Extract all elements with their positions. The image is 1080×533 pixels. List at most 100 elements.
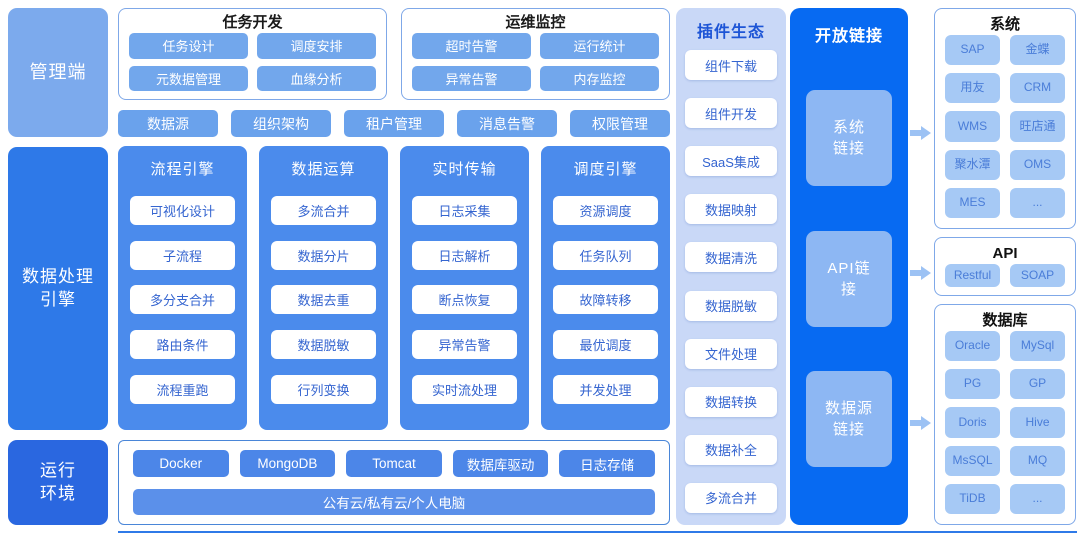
group-button: 血缘分析 <box>257 65 376 91</box>
plugin-item: 数据补全 <box>685 434 777 465</box>
runtime-platforms-bar: 公有云/私有云/个人电脑 <box>133 489 655 515</box>
arrow-gutter <box>908 8 934 525</box>
panel-grid: SAP 金蝶 用友 CRM WMS 旺店通 聚水潭 OMS MES ... <box>945 35 1065 218</box>
group-button: 调度安排 <box>257 33 376 59</box>
panel-title: API <box>992 245 1018 262</box>
open-links-items: 系统链接 API链接 数据源链接 <box>790 46 908 511</box>
panel-title: 系统 <box>989 16 1020 33</box>
engine-item: 流程重跑 <box>130 375 235 405</box>
plugin-item: 组件开发 <box>685 98 777 129</box>
engines-row: 流程引擎 可视化设计 子流程 多分支合并 路由条件 流程重跑 数据运算 多流合并… <box>118 146 670 430</box>
engine-item: 资源调度 <box>553 195 658 225</box>
group-buttons: 任务设计 调度安排 元数据管理 血缘分析 <box>129 33 376 91</box>
plugin-item: 多流合并 <box>685 482 777 513</box>
plugin-item: 数据转换 <box>685 386 777 417</box>
target-item: WMS <box>945 111 1000 142</box>
engine-column-realtime-transfer: 实时传输 日志采集 日志解析 断点恢复 异常告警 实时流处理 <box>400 146 529 430</box>
target-item: MES <box>945 187 1000 218</box>
link-box-label: API链接 <box>827 259 871 298</box>
engine-item: 路由条件 <box>130 330 235 360</box>
target-item: Doris <box>945 407 1000 438</box>
engine-column-flow: 流程引擎 可视化设计 子流程 多分支合并 路由条件 流程重跑 <box>118 146 247 430</box>
engine-item: 多流合并 <box>271 195 376 225</box>
plugin-item: 文件处理 <box>685 338 777 369</box>
target-item: TiDB <box>945 483 1000 514</box>
engine-item: 异常告警 <box>412 330 517 360</box>
runtime-component: Tomcat <box>346 450 442 477</box>
engine-items: 多流合并 数据分片 数据去重 数据脱敏 行列变换 <box>259 180 388 420</box>
arrow-right-icon <box>910 266 932 280</box>
runtime-components-row: Docker MongoDB Tomcat 数据库驱动 日志存储 <box>133 450 655 477</box>
runtime-component: 日志存储 <box>559 450 655 477</box>
engine-item: 断点恢复 <box>412 285 517 315</box>
plugin-panel-title: 插件生态 <box>696 24 765 41</box>
admin-buttons-row: 数据源 组织架构 租户管理 消息告警 权限管理 <box>118 110 670 137</box>
plugin-item: 数据映射 <box>685 194 777 225</box>
plugin-ecosystem-panel: 插件生态 组件下载 组件开发 SaaS集成 数据映射 数据清洗 数据脱敏 文件处… <box>676 8 786 525</box>
target-item: MQ <box>1010 445 1065 476</box>
target-item: 金蝶 <box>1010 35 1065 66</box>
engine-item: 多分支合并 <box>130 285 235 315</box>
target-item: Restful <box>945 264 1000 287</box>
engine-item: 实时流处理 <box>412 375 517 405</box>
target-item: SOAP <box>1010 264 1065 287</box>
admin-button: 权限管理 <box>570 110 670 137</box>
group-button: 任务设计 <box>129 33 248 59</box>
target-item: Hive <box>1010 407 1065 438</box>
target-item: GP <box>1010 369 1065 400</box>
link-box-system: 系统链接 <box>806 90 892 187</box>
engine-item: 数据去重 <box>271 285 376 315</box>
engine-item: 日志采集 <box>412 195 517 225</box>
arrow-right-icon <box>910 416 932 430</box>
engine-title: 流程引擎 <box>150 161 215 178</box>
group-buttons: 超时告警 运行统计 异常告警 内存监控 <box>412 33 659 91</box>
left-rail: 管理端 数据处理引擎 运行环境 <box>8 8 108 525</box>
plugin-item: 组件下载 <box>685 50 777 80</box>
engine-items: 可视化设计 子流程 多分支合并 路由条件 流程重跑 <box>118 180 247 420</box>
engine-items: 日志采集 日志解析 断点恢复 异常告警 实时流处理 <box>400 180 529 420</box>
target-panel-database: 数据库 Oracle MySql PG GP Doris Hive MsSQL … <box>934 304 1076 525</box>
runtime-panel: Docker MongoDB Tomcat 数据库驱动 日志存储 公有云/私有云… <box>118 440 670 525</box>
engine-item: 子流程 <box>130 240 235 270</box>
target-item: 用友 <box>945 73 1000 104</box>
target-panels: 系统 SAP 金蝶 用友 CRM WMS 旺店通 聚水潭 OMS MES ...… <box>934 8 1076 525</box>
arrow-right-icon <box>910 126 932 140</box>
admin-button: 租户管理 <box>344 110 444 137</box>
group-ops-monitoring: 运维监控 超时告警 运行统计 异常告警 内存监控 <box>401 8 670 100</box>
rail-label: 运行环境 <box>39 460 76 503</box>
engine-item: 任务队列 <box>553 240 658 270</box>
rail-item-data-processing-engine: 数据处理引擎 <box>8 147 108 430</box>
engine-item: 行列变换 <box>271 375 376 405</box>
group-title: 运维监控 <box>505 14 566 31</box>
plugin-item: 数据清洗 <box>685 242 777 273</box>
target-item: OMS <box>1010 149 1065 180</box>
runtime-component: Docker <box>133 450 229 477</box>
engine-item: 故障转移 <box>553 285 658 315</box>
panel-title: 数据库 <box>982 312 1028 329</box>
engine-item: 并发处理 <box>553 375 658 405</box>
rail-item-management: 管理端 <box>8 8 108 137</box>
target-item: ... <box>1010 187 1065 218</box>
engine-title: 数据运算 <box>291 161 356 178</box>
link-box-label: 系统链接 <box>832 119 865 158</box>
link-box-label: 数据源链接 <box>824 399 873 438</box>
open-links-title: 开放链接 <box>814 28 883 45</box>
target-item: CRM <box>1010 73 1065 104</box>
link-box-datasource: 数据源链接 <box>806 370 892 467</box>
open-links-panel: 开放链接 系统链接 API链接 数据源链接 <box>790 8 908 525</box>
rail-item-runtime-environment: 运行环境 <box>8 440 108 525</box>
engine-item: 数据脱敏 <box>271 330 376 360</box>
group-button: 超时告警 <box>412 33 531 59</box>
group-button: 运行统计 <box>540 33 659 59</box>
target-item: MsSQL <box>945 445 1000 476</box>
engine-item: 数据分片 <box>271 240 376 270</box>
bottom-accent-line <box>118 531 1077 533</box>
target-item: 聚水潭 <box>945 149 1000 180</box>
target-item: PG <box>945 369 1000 400</box>
target-item: SAP <box>945 35 1000 66</box>
group-title: 任务开发 <box>222 14 283 31</box>
engine-title: 实时传输 <box>432 161 497 178</box>
admin-button: 数据源 <box>118 110 218 137</box>
engine-column-scheduler: 调度引擎 资源调度 任务队列 故障转移 最优调度 并发处理 <box>541 146 670 430</box>
